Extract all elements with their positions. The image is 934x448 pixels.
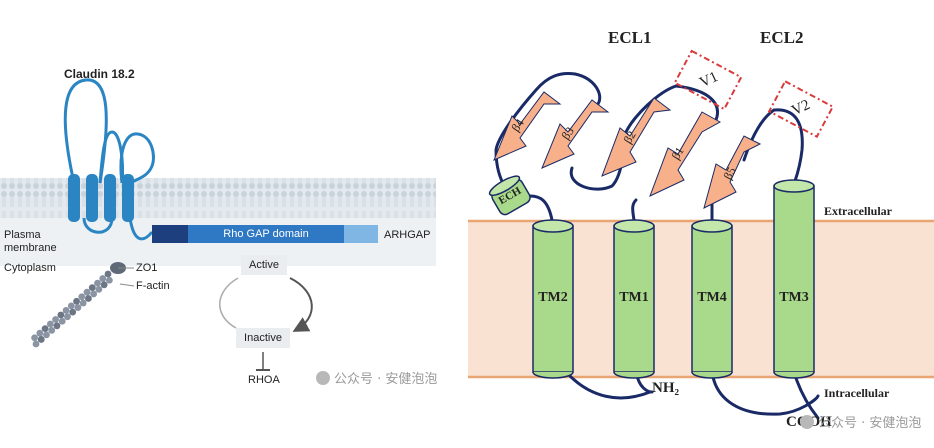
wechat-icon xyxy=(800,415,814,429)
tm2-helix xyxy=(532,219,574,379)
actin-bead xyxy=(41,325,49,333)
actin-bead xyxy=(67,302,75,310)
claudin-helix-2 xyxy=(86,174,98,222)
rhogap-domain-label: Rho GAP domain xyxy=(223,228,309,240)
cytoplasm-label: Cytoplasm xyxy=(4,262,56,274)
claudin-helix-1 xyxy=(68,174,80,222)
actin-bead xyxy=(31,334,39,342)
claudin-helix-4 xyxy=(122,174,134,222)
inactive-label: Inactive xyxy=(244,332,282,344)
arhgap-label: ARHGAP xyxy=(384,229,431,241)
lipid-bilayer xyxy=(0,178,436,218)
left-panel xyxy=(0,78,436,371)
active-box xyxy=(241,255,287,275)
active-label: Active xyxy=(249,259,279,271)
actin-bead xyxy=(99,275,107,282)
beta-strand-3 xyxy=(541,99,610,169)
claudin-18-2 xyxy=(63,78,155,241)
actin-bead xyxy=(94,279,101,287)
ech-helix xyxy=(488,175,531,216)
v1-box xyxy=(673,49,743,111)
beta-strand-5 xyxy=(703,135,762,209)
actin-bead xyxy=(46,320,54,328)
rhoa-label: RHOA xyxy=(248,374,280,386)
tm1-helix xyxy=(613,219,655,379)
tm2-label: TM2 xyxy=(538,290,568,305)
tm1-label: TM1 xyxy=(619,290,649,305)
tm3-helix xyxy=(773,179,815,379)
beta-strand-4 xyxy=(493,91,562,161)
tm4-label: TM4 xyxy=(697,290,727,305)
actin-bead xyxy=(79,299,87,307)
actin-bead xyxy=(36,329,44,337)
actin-bead xyxy=(104,270,112,278)
actin-bead xyxy=(83,288,91,296)
ecl1-label: ECL1 xyxy=(608,28,652,47)
zo1-label: ZO1 xyxy=(136,262,158,274)
plasma-membrane-label-line1: Plasma xyxy=(4,229,41,241)
actin-bead xyxy=(105,276,113,284)
actin-bead xyxy=(48,326,56,334)
inactive-box xyxy=(236,328,290,348)
claudin-helix-3 xyxy=(104,174,116,222)
tm3-label: TM3 xyxy=(779,290,809,305)
f-actin-filament xyxy=(31,270,113,348)
watermark-right: 公众号 · 安健泡泡 xyxy=(800,412,921,431)
claudin-title: Claudin 18.2 xyxy=(64,67,135,81)
wechat-icon xyxy=(316,371,330,385)
watermark-left: 公众号 · 安健泡泡 xyxy=(316,368,437,387)
factin-label: F-actin xyxy=(136,280,170,292)
nh2-terminus-label: NH₂ xyxy=(652,380,679,396)
actin-bead xyxy=(88,284,96,292)
extracellular-label: Extracellular xyxy=(824,204,892,218)
actin-bead xyxy=(73,297,80,305)
actin-bead xyxy=(53,322,61,330)
right-panel xyxy=(468,49,934,420)
plasma-membrane-label-line2: membrane xyxy=(4,242,57,254)
activation-arc xyxy=(219,277,239,329)
actin-bead xyxy=(62,307,70,314)
actin-bead xyxy=(32,340,40,348)
intracellular-label: Intracellular xyxy=(824,386,890,400)
actin-bead xyxy=(37,336,45,343)
tm4-helix xyxy=(691,219,733,379)
actin-bead xyxy=(52,316,59,323)
actin-bead xyxy=(78,293,86,301)
actin-bead xyxy=(90,290,98,298)
actin-bead xyxy=(74,304,82,311)
actin-bead xyxy=(69,308,77,316)
rhogap-domain-bar xyxy=(188,225,344,243)
actin-bead xyxy=(43,331,50,339)
inactivation-arrow xyxy=(289,277,313,332)
rhogap-c-terminal xyxy=(344,225,378,243)
ecl2-label: ECL2 xyxy=(760,28,804,47)
actin-bead xyxy=(58,317,66,325)
beta-strand-1 xyxy=(649,111,722,197)
actin-bead xyxy=(95,285,103,293)
actin-bead xyxy=(85,295,92,302)
actin-bead xyxy=(64,313,71,321)
rhogap-n-terminal xyxy=(152,225,188,243)
actin-bead xyxy=(100,281,108,289)
v2-box xyxy=(767,79,835,139)
actin-bead xyxy=(57,311,65,319)
beta-strand-2 xyxy=(601,97,672,177)
